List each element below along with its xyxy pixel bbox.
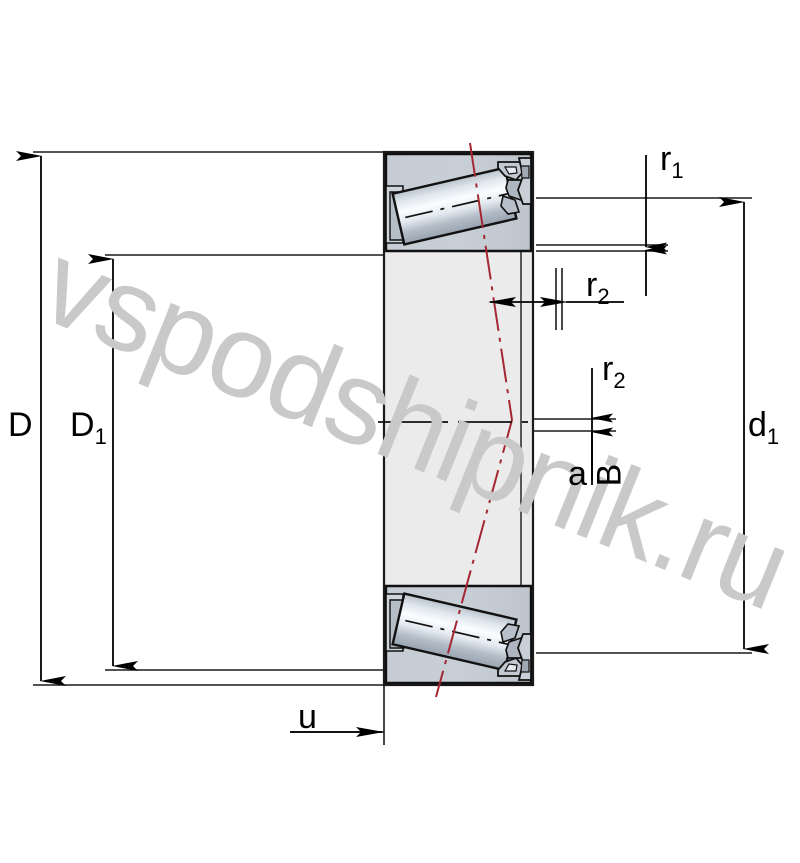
label-r1-sub: 1 [671,158,684,183]
cage-top [497,157,532,215]
contact-angle-axis [435,142,513,698]
cage-bottom [497,623,532,681]
bearing-drawing-svg [16,142,769,745]
label-d1: d1 [748,406,779,448]
label-r2-mid: r2 [602,350,626,392]
label-a: a [568,457,587,491]
label-D-text: D [8,406,33,444]
label-u-text: u [298,698,317,736]
label-r2-mid-text: r [602,350,614,388]
label-a-text: a [568,455,587,493]
label-B-text: B [590,463,629,487]
roller-top [391,166,518,246]
bearing-diagram: vspodshipnik.ru D D1 d1 r1 r2 r2 a B u [8,140,800,745]
dimension-arrows [16,151,769,737]
label-B: B [590,463,629,487]
label-r1: r1 [660,140,684,182]
label-D1-text: D [70,406,95,444]
label-D: D [8,408,33,442]
label-u: u [298,700,317,734]
label-r1-text: r [660,140,672,178]
label-r2-top: r2 [586,266,610,308]
label-d1-text: d [748,406,767,444]
label-D1: D1 [70,406,107,448]
label-d1-sub: 1 [766,424,780,449]
label-r2-mid-sub: 2 [613,368,626,393]
label-D1-sub: 1 [94,424,107,449]
label-r2-top-text: r [586,266,598,304]
label-r2-top-sub: 2 [597,284,610,309]
